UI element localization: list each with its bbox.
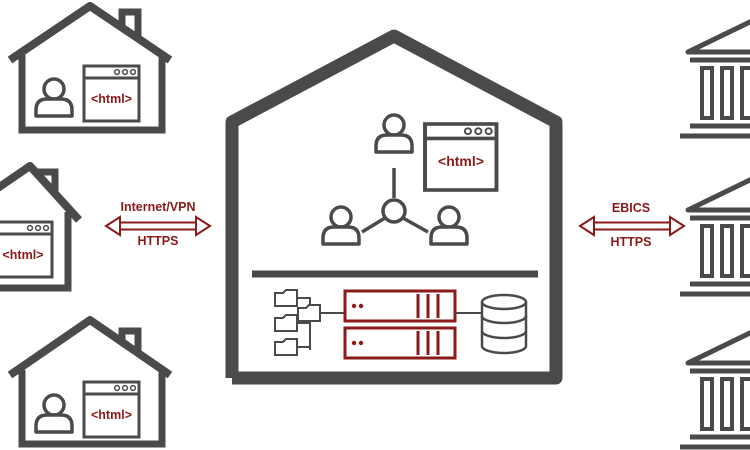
user-icon <box>34 77 74 118</box>
bank-building-icon <box>680 178 750 294</box>
double-arrow-icon <box>104 215 212 237</box>
network-hub-icon <box>381 198 407 224</box>
database-icon <box>480 293 528 355</box>
html-label: <html> <box>3 248 44 262</box>
html-label: <html> <box>91 92 132 106</box>
double-arrow-icon <box>578 215 686 237</box>
user-icon <box>429 205 469 246</box>
bank-building-icon <box>680 331 750 447</box>
user-icon <box>34 393 74 434</box>
html-label: <html> <box>91 408 132 422</box>
connection-ebics: EBICS HTTPS <box>578 201 686 249</box>
link-label-ebics: EBICS <box>612 201 650 215</box>
link-label-https: HTTPS <box>138 234 179 248</box>
user-network <box>321 113 469 246</box>
user-icon <box>374 113 414 154</box>
folder-tree-icon <box>274 289 345 356</box>
client-house-2: <html> <box>0 162 82 292</box>
connection-internet-vpn: Internet/VPN HTTPS <box>104 200 212 248</box>
bank-building-icon <box>680 20 750 136</box>
user-icon <box>321 205 361 246</box>
html-label: <html> <box>438 153 484 169</box>
server-house: <html> <box>225 29 563 385</box>
server-rack-icon <box>343 289 482 360</box>
link-label-internet-vpn: Internet/VPN <box>120 200 195 214</box>
client-house-1: <html> <box>7 2 173 134</box>
link-label-https: HTTPS <box>611 235 652 249</box>
client-house-3: <html> <box>7 316 173 448</box>
